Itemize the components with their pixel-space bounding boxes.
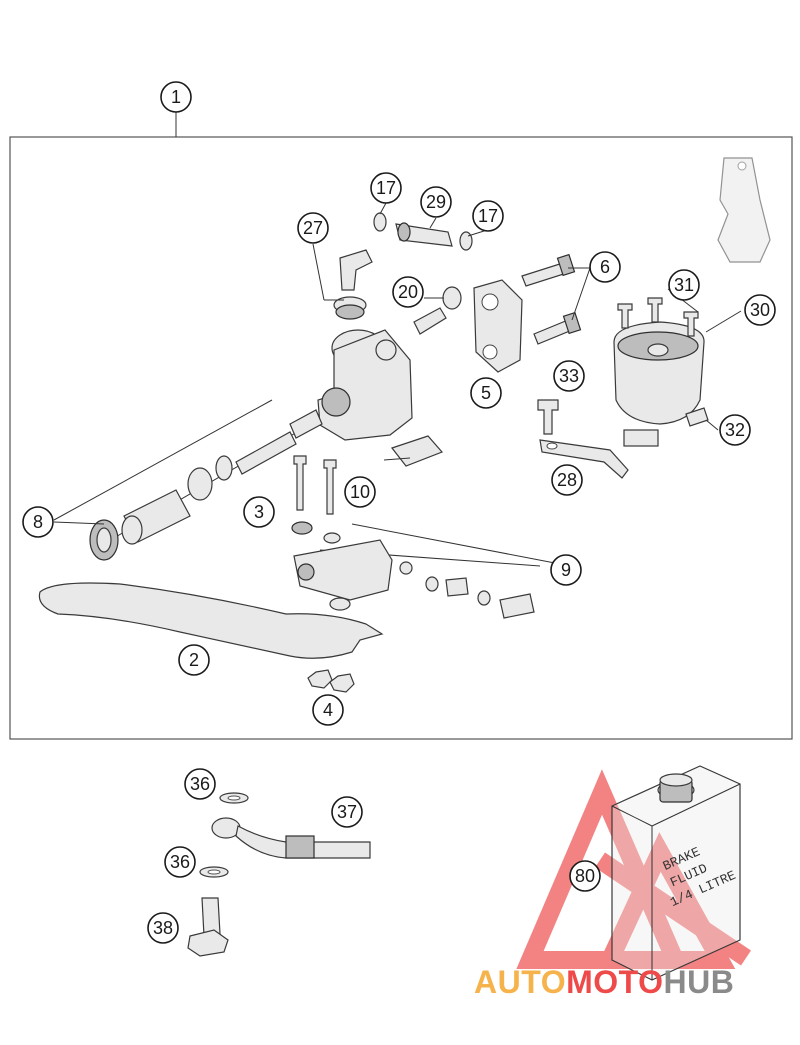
piston-assembly xyxy=(53,399,323,561)
brake-lever xyxy=(38,582,384,659)
callout-28: 28 xyxy=(551,464,583,496)
brake-fluid-can xyxy=(611,765,741,981)
svg-text:1: 1 xyxy=(171,87,181,107)
svg-text:6: 6 xyxy=(600,257,610,277)
svg-text:17: 17 xyxy=(376,178,396,198)
callout-9: 9 xyxy=(550,554,582,586)
pivot-bolts xyxy=(291,455,341,544)
brake-line xyxy=(211,817,371,859)
handlebar-clamp xyxy=(473,279,523,373)
watermark-moto: MOTO xyxy=(566,964,663,1000)
svg-text:28: 28 xyxy=(557,470,577,490)
callout-leaders xyxy=(53,202,742,525)
svg-text:8: 8 xyxy=(33,512,43,532)
callout-8: 8 xyxy=(22,506,54,538)
reservoir-bolt xyxy=(685,407,709,427)
svg-text:AUTOMOTOHUB: AUTOMOTOHUB xyxy=(474,964,734,1000)
watermark-logo xyxy=(516,769,752,969)
callout-20: 20 xyxy=(392,276,424,308)
callout-32: 32 xyxy=(719,414,751,446)
callout-27: 27 xyxy=(297,212,329,244)
bracket-reference-drawing xyxy=(717,157,771,263)
svg-text:4: 4 xyxy=(323,700,333,720)
washer-upper xyxy=(219,792,249,804)
reservoir-bracket xyxy=(539,439,629,479)
callout-36-lower: 36 xyxy=(164,846,196,878)
svg-text:37: 37 xyxy=(337,802,357,822)
svg-text:36: 36 xyxy=(170,852,190,872)
callout-37: 37 xyxy=(331,796,363,828)
callout-33: 33 xyxy=(553,360,585,392)
svg-text:2: 2 xyxy=(189,650,199,670)
svg-text:9: 9 xyxy=(561,560,571,580)
assembly-frame xyxy=(9,136,793,740)
callout-6: 6 xyxy=(589,251,621,283)
svg-text:80: 80 xyxy=(575,866,595,886)
master-cylinder-body xyxy=(317,296,413,441)
washer-lower xyxy=(199,866,229,878)
callout-36-upper: 36 xyxy=(184,768,216,800)
hose-clamp-left xyxy=(373,212,387,232)
callout-29: 29 xyxy=(420,186,452,218)
callout-31: 31 xyxy=(668,269,700,301)
svg-text:36: 36 xyxy=(190,774,210,794)
callout-17-left: 17 xyxy=(370,172,402,204)
watermark-hub: HUB xyxy=(663,964,734,1000)
hose-clamp-right xyxy=(459,231,473,251)
clamp-bolts xyxy=(521,253,582,345)
svg-text:20: 20 xyxy=(398,282,418,302)
svg-text:27: 27 xyxy=(303,218,323,238)
callout-4: 4 xyxy=(312,694,344,726)
svg-text:10: 10 xyxy=(350,482,370,502)
fluid-reservoir xyxy=(613,321,705,447)
svg-text:33: 33 xyxy=(559,366,579,386)
hose-tube xyxy=(395,222,453,247)
bracket-screw xyxy=(537,399,559,435)
svg-text:5: 5 xyxy=(481,383,491,403)
lever-nuts xyxy=(307,669,355,693)
callout-38: 38 xyxy=(147,912,179,944)
callout-17-right: 17 xyxy=(472,200,504,232)
banjo-fitting xyxy=(339,249,373,291)
svg-text:17: 17 xyxy=(478,206,498,226)
callout-3: 3 xyxy=(243,496,275,528)
svg-text:38: 38 xyxy=(153,918,173,938)
lever-adjuster-assembly xyxy=(293,523,561,619)
cover-plate xyxy=(383,435,444,467)
svg-text:29: 29 xyxy=(426,192,446,212)
callout-80: 80 xyxy=(569,860,601,892)
watermark-auto: AUTO xyxy=(474,964,566,1000)
reservoir-screws xyxy=(617,297,699,337)
callout-1: 1 xyxy=(160,81,192,113)
watermark-text: AUTOMOTOHUB xyxy=(474,964,734,1000)
callout-10: 10 xyxy=(344,476,376,508)
callout-2: 2 xyxy=(178,644,210,676)
banjo-bolt xyxy=(187,897,229,957)
svg-text:30: 30 xyxy=(750,300,770,320)
callout-30: 30 xyxy=(744,294,776,326)
callout-5: 5 xyxy=(470,377,502,409)
svg-text:31: 31 xyxy=(674,275,694,295)
svg-text:32: 32 xyxy=(725,420,745,440)
svg-text:3: 3 xyxy=(254,502,264,522)
